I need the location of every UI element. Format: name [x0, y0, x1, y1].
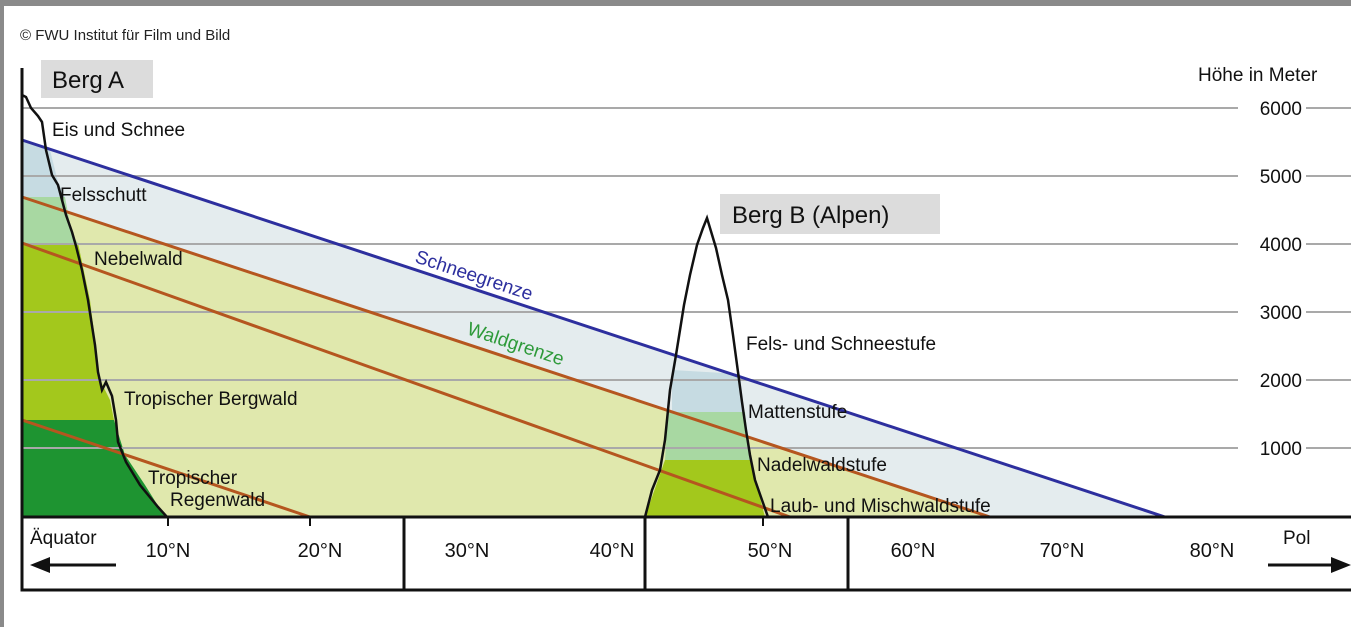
latitude-label-80: 80°N [1190, 540, 1235, 562]
zone-nebelwald: Nebelwald [94, 249, 183, 270]
berg-a-rainforest [22, 420, 165, 517]
latitude-label-50: 50°N [748, 540, 793, 562]
snow-line [21, 138, 1166, 519]
berg-b-forest-zone [645, 460, 765, 517]
zone-laub-und-mischwaldstufe: Laub- und Mischwaldstufe [770, 496, 991, 517]
zone-felsschutt: Felsschutt [60, 185, 147, 206]
zone-tropischer-bergwald: Tropischer Bergwald [124, 389, 298, 410]
zone-eis-und-schnee: Eis und Schnee [52, 120, 185, 141]
latitude-label-10: 10°N [146, 540, 191, 562]
zone-regenwald: Regenwald [170, 490, 265, 511]
latitude-label-70: 70°N [1040, 540, 1085, 562]
height-axis-title: Höhe in Meter [1198, 65, 1318, 86]
height-label-3000: 3000 [1260, 303, 1302, 324]
berg-b-meadow-zone [665, 412, 750, 460]
berg-b-title: Berg B (Alpen) [732, 202, 889, 229]
height-label-1000: 1000 [1260, 439, 1302, 460]
zone-tropischer: Tropischer [148, 468, 238, 489]
copyright-text: © FWU Institut für Film und Bild [20, 27, 230, 44]
height-label-4000: 4000 [1260, 235, 1302, 256]
tree-line-upper [21, 195, 991, 519]
height-label-5000: 5000 [1260, 167, 1302, 188]
latitude-label-30: 30°N [445, 540, 490, 562]
pole-arrow-icon [1268, 557, 1351, 573]
equator-arrow-icon [30, 557, 116, 573]
latitude-label-60: 60°N [891, 540, 936, 562]
frame-left-border [0, 0, 4, 627]
latitude-label-20: 20°N [298, 540, 343, 562]
height-tick-marks [1306, 107, 1351, 449]
zone-mattenstufe: Mattenstufe [748, 402, 847, 423]
height-label-6000: 6000 [1260, 99, 1302, 120]
tree-line-middle [21, 241, 791, 519]
latitude-ticks [167, 517, 764, 526]
berg-b-rock-zone [672, 370, 744, 412]
berg-a-outline [21, 93, 168, 518]
zone-fels-und-schneestufe: Fels- und Schneestufe [746, 334, 936, 355]
height-tick-labels: 6000 5000 4000 3000 2000 1000 [1260, 99, 1302, 460]
equator-label: Äquator [30, 528, 97, 549]
berg-a-cloud-forest [22, 243, 114, 420]
frame-top-border [0, 0, 1351, 6]
pole-label: Pol [1283, 528, 1310, 549]
latitude-axis-box [20, 515, 1351, 592]
latitude-labels: 10°N 20°N 30°N 40°N 50°N 60°N 70°N 80°N [146, 540, 1235, 562]
tree-line-lower [21, 418, 311, 519]
berg-a-title-box [41, 60, 153, 98]
zone-nadelwaldstufe: Nadelwaldstufe [757, 455, 887, 476]
berg-b-title-box [720, 194, 940, 234]
height-label-2000: 2000 [1260, 371, 1302, 392]
height-gridlines [22, 107, 1238, 449]
berg-b-outline [643, 214, 770, 518]
berg-a-rock-zone [22, 140, 65, 197]
berg-a-title: Berg A [52, 67, 124, 94]
latitude-label-40: 40°N [590, 540, 635, 562]
